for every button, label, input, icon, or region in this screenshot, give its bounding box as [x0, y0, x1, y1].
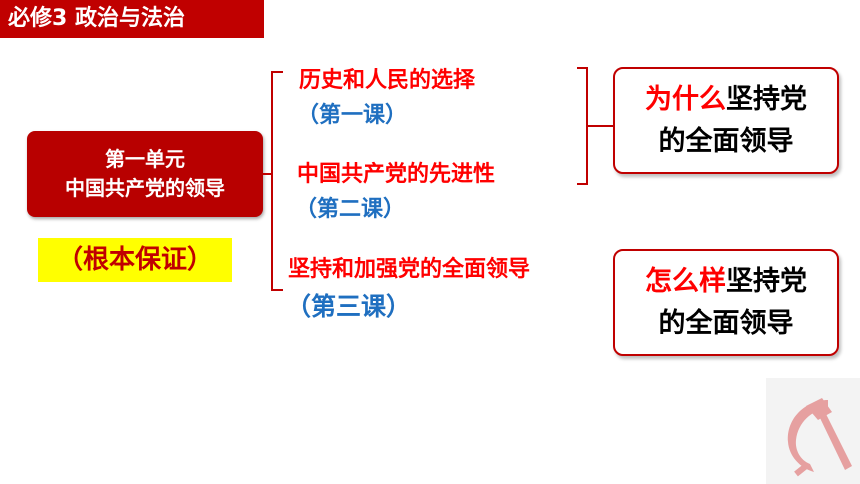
lessons-bracket	[271, 71, 283, 291]
lesson-1-sub: （第一课）	[297, 103, 408, 128]
unit-title: 中国共产党的领导	[65, 176, 225, 200]
how-rest: 坚持党	[726, 265, 807, 297]
why-rest: 坚持党	[726, 83, 807, 115]
why-question-line2: 的全面领导	[658, 125, 794, 157]
lesson-3-title: 坚持和加强党的全面领导	[288, 257, 531, 282]
lesson-2-sub: （第二课）	[295, 197, 406, 222]
how-emphasis: 怎么样	[645, 265, 726, 297]
how-question-line2: 的全面领导	[658, 307, 794, 339]
lesson-3-sub: （第三课）	[286, 292, 412, 321]
how-question-line1: 怎么样坚持党	[645, 261, 807, 303]
fundamental-guarantee-label: （根本保证）	[38, 238, 232, 282]
lesson-1-title: 历史和人民的选择	[299, 68, 476, 93]
lesson-2-title: 中国共产党的先进性	[297, 162, 496, 187]
why-emphasis: 为什么	[645, 83, 726, 115]
why-bracket	[577, 67, 588, 185]
why-question-line1: 为什么坚持党	[645, 79, 807, 121]
unit-box: 第一单元 中国共产党的领导	[27, 131, 263, 217]
header-title: 必修3 政治与法治	[0, 0, 264, 38]
party-emblem-icon	[766, 378, 860, 484]
why-question-box: 为什么坚持党 的全面领导	[613, 67, 839, 174]
how-question-box: 怎么样坚持党 的全面领导	[613, 249, 839, 356]
unit-number: 第一单元	[105, 147, 185, 171]
